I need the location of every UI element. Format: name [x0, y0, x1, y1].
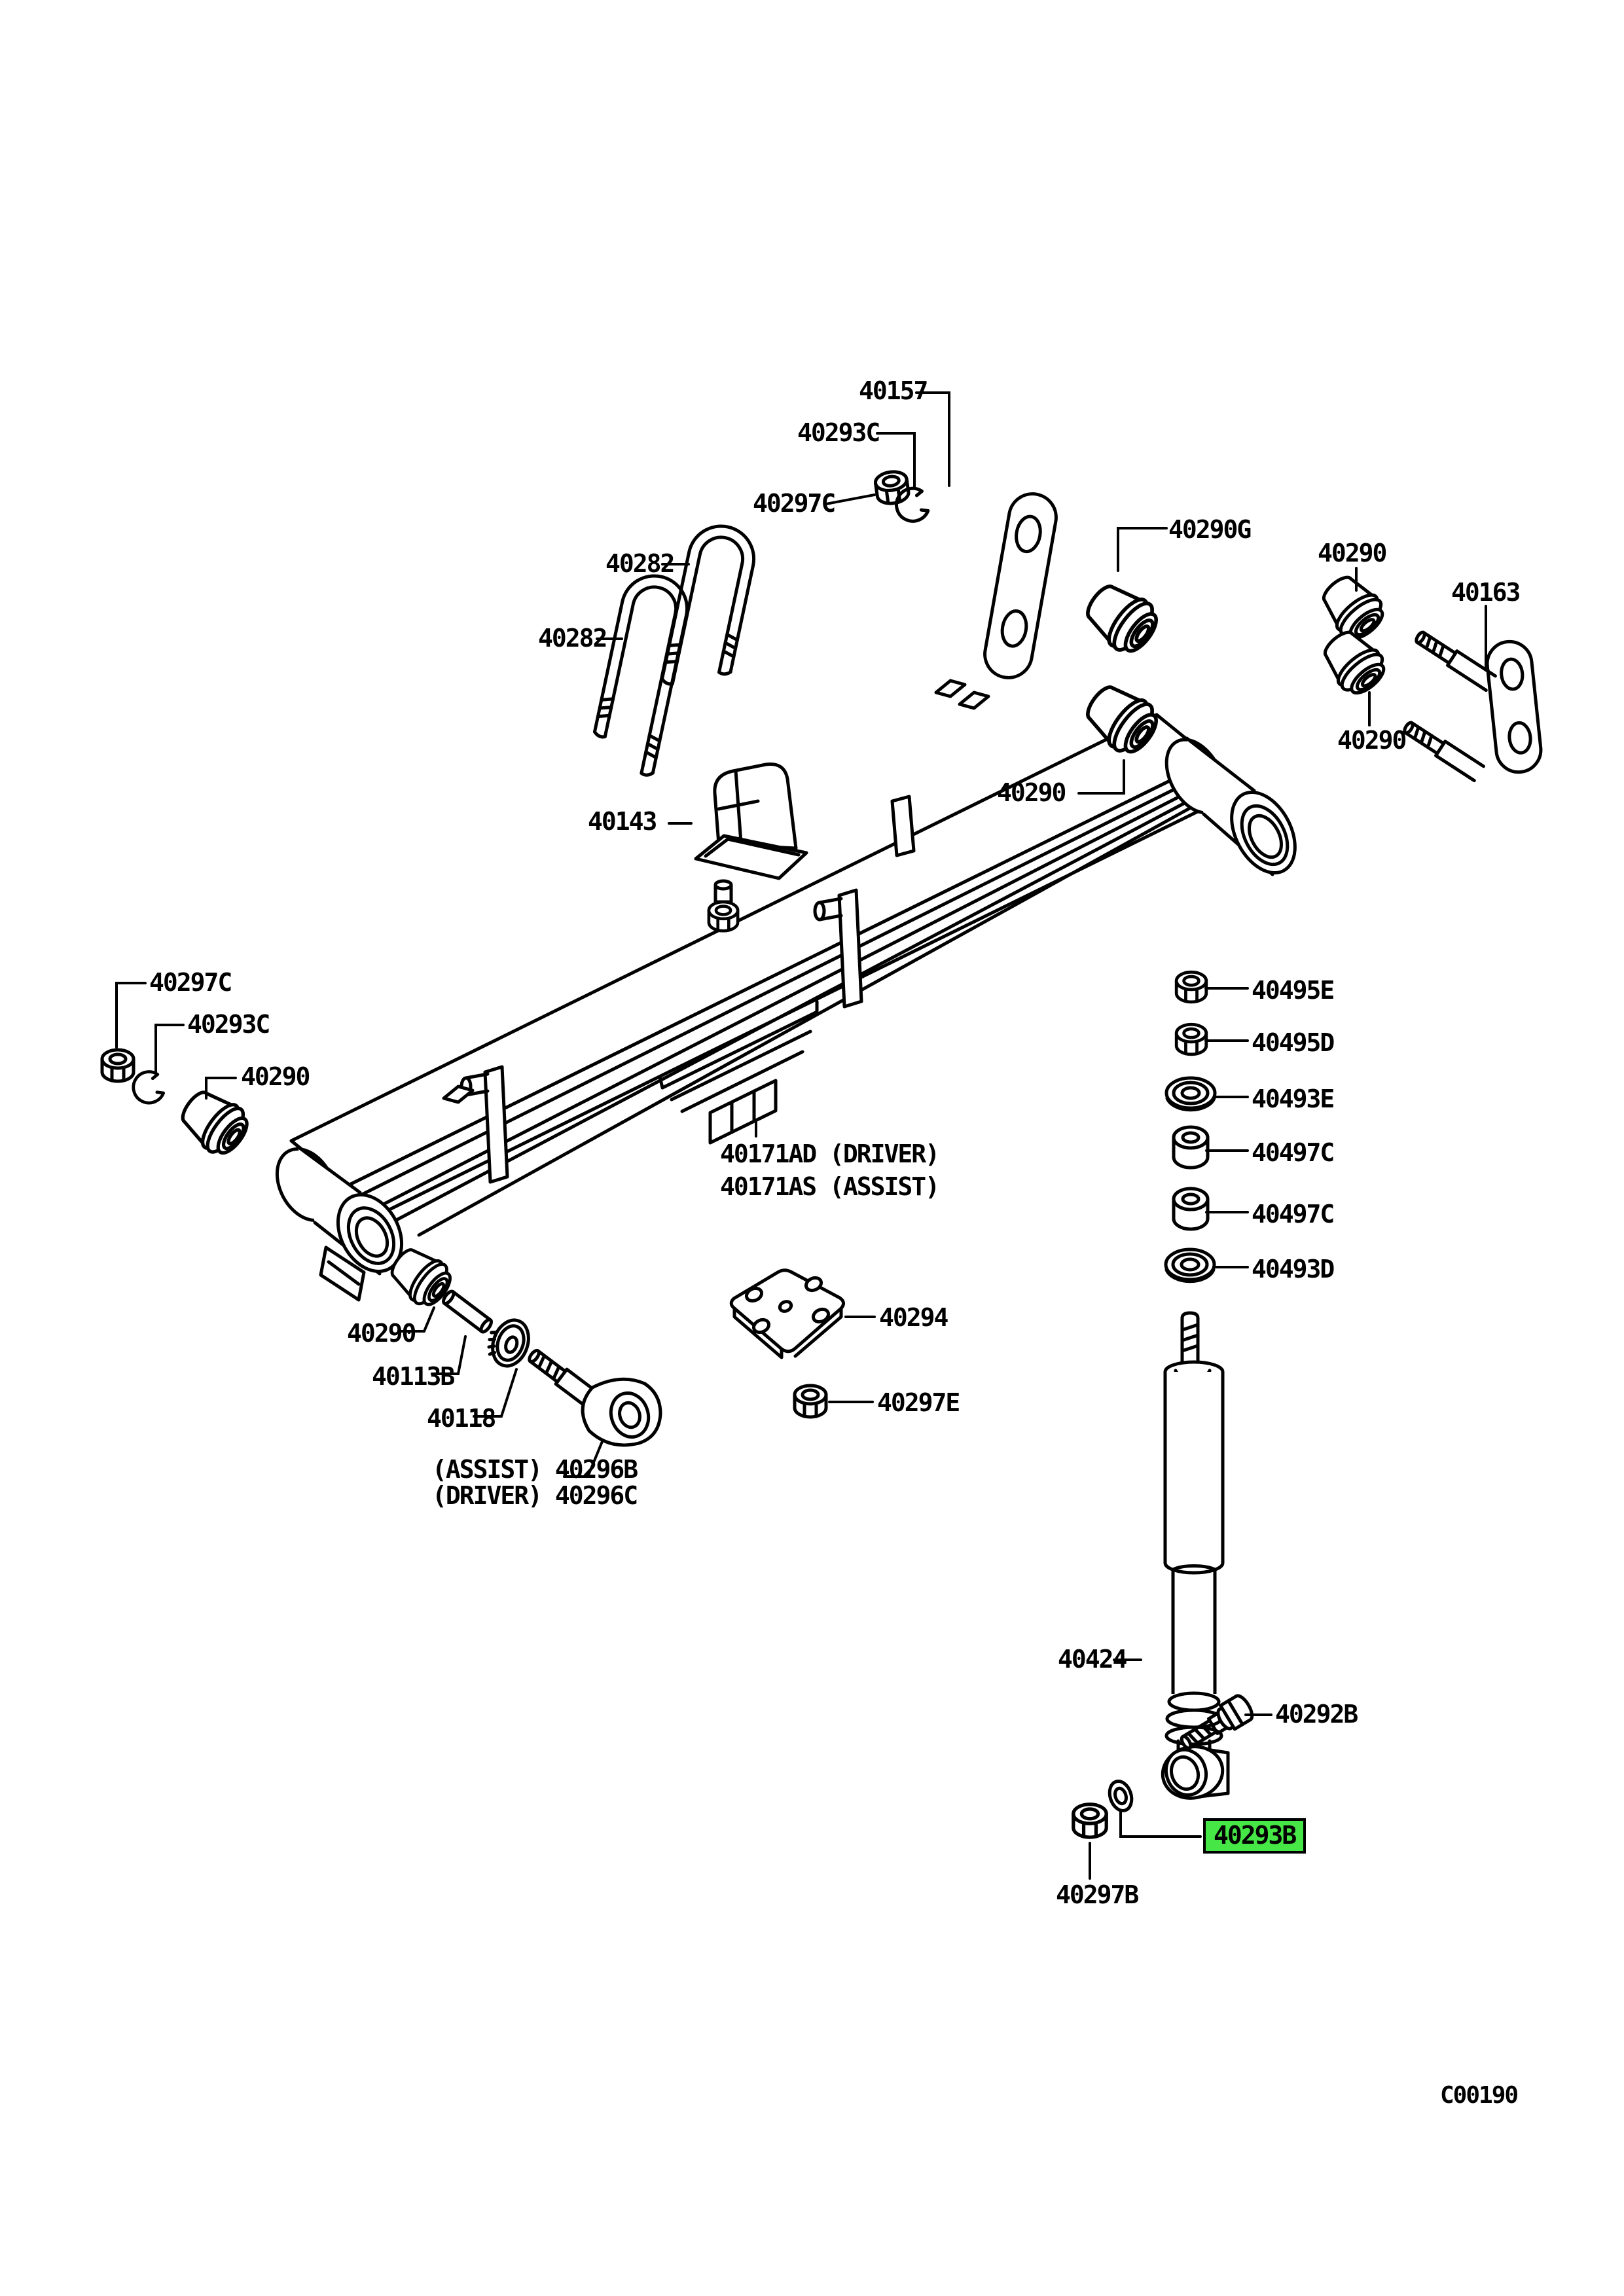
part-label-40113B[interactable]: 40113B [372, 1362, 455, 1391]
nut [795, 1386, 826, 1417]
spring-pin-and-bracket [528, 1348, 662, 1447]
part-label-40294[interactable]: 40294 [879, 1303, 948, 1332]
spring-front-eye [1164, 736, 1297, 876]
part-label-40493E[interactable]: 40493E [1252, 1085, 1335, 1113]
part-label-40118[interactable]: 40118 [427, 1404, 496, 1433]
part-label-40297C[interactable]: 40297C [753, 489, 836, 518]
bushing [1315, 623, 1392, 701]
part-label-40296C[interactable]: (DRIVER) 40296C [432, 1481, 638, 1510]
nut [102, 1050, 134, 1081]
shackle-with-studs [1403, 630, 1543, 783]
part-label-40157[interactable]: 40157 [859, 376, 928, 405]
part-label-40497C[interactable]: 40497C [1252, 1138, 1335, 1167]
shock-bolt [1180, 1694, 1254, 1750]
snap-ring [131, 1069, 165, 1105]
spring-clamp [460, 1065, 509, 1184]
part-label-40297B[interactable]: 40297B [1056, 1880, 1139, 1909]
leaf-spring-assembly [275, 679, 1297, 1302]
part-label-40297C[interactable]: 40297C [149, 968, 232, 997]
nut [1176, 1024, 1206, 1054]
part-label-40171AD[interactable]: 40171AD (DRIVER) [720, 1139, 940, 1168]
nut [1074, 1804, 1106, 1837]
part-label-40171AS[interactable]: 40171AS (ASSIST) [720, 1172, 940, 1201]
bushing [1078, 575, 1166, 660]
spring-clamp-plate [729, 1268, 845, 1359]
u-bolt [660, 524, 756, 686]
center-bolt [709, 879, 738, 931]
part-label-40293C[interactable]: 40293C [797, 418, 880, 447]
shackle-plate [983, 492, 1058, 679]
part-label-40495E[interactable]: 40495E [1252, 976, 1335, 1005]
part-label-40293B-highlighted[interactable]: 40293B [1203, 1818, 1307, 1854]
shock-absorber [1161, 1311, 1230, 1800]
part-label-40290[interactable]: 40290 [997, 778, 1066, 807]
part-label-40424[interactable]: 40424 [1058, 1645, 1127, 1674]
part-label-40293C[interactable]: 40293C [187, 1010, 270, 1039]
part-label-40143[interactable]: 40143 [588, 807, 657, 836]
rubber-bushing [1174, 1189, 1208, 1229]
part-label-40290G[interactable]: 40290G [1168, 515, 1252, 544]
spacer-pipe [442, 1289, 493, 1334]
washer [1108, 1780, 1134, 1812]
part-label-40292B[interactable]: 40292B [1275, 1700, 1358, 1729]
nut [875, 470, 910, 505]
leader-lines [115, 391, 1487, 1880]
part-label-40493D[interactable]: 40493D [1252, 1255, 1335, 1283]
part-label-40495D[interactable]: 40495D [1252, 1028, 1335, 1057]
part-label-40297E[interactable]: 40297E [877, 1388, 960, 1417]
part-label-40290[interactable]: 40290 [1318, 539, 1387, 567]
part-label-40163[interactable]: 40163 [1451, 578, 1521, 607]
cup-washer [1166, 1249, 1214, 1282]
bump-stop [694, 762, 808, 880]
ribbed-washer [487, 1318, 530, 1368]
part-label-40497C[interactable]: 40497C [1252, 1200, 1335, 1229]
bushing [173, 1082, 255, 1162]
spring-clamp [813, 795, 916, 1009]
part-label-40290[interactable]: 40290 [241, 1062, 310, 1091]
part-label-40296B[interactable]: (ASSIST) 40296B [432, 1455, 638, 1484]
u-bolt [592, 574, 689, 777]
part-label-40290[interactable]: 40290 [347, 1319, 416, 1348]
spring-rear-eye [275, 1145, 404, 1302]
nut [1176, 972, 1206, 1002]
rubber-bushing [1174, 1127, 1208, 1168]
figure-code: C00190 [1440, 2082, 1519, 2109]
part-label-40290[interactable]: 40290 [1337, 726, 1407, 755]
cup-washer [1166, 1078, 1215, 1110]
part-label-40282[interactable]: 40282 [605, 549, 675, 578]
part-label-40282[interactable]: 40282 [538, 624, 607, 653]
